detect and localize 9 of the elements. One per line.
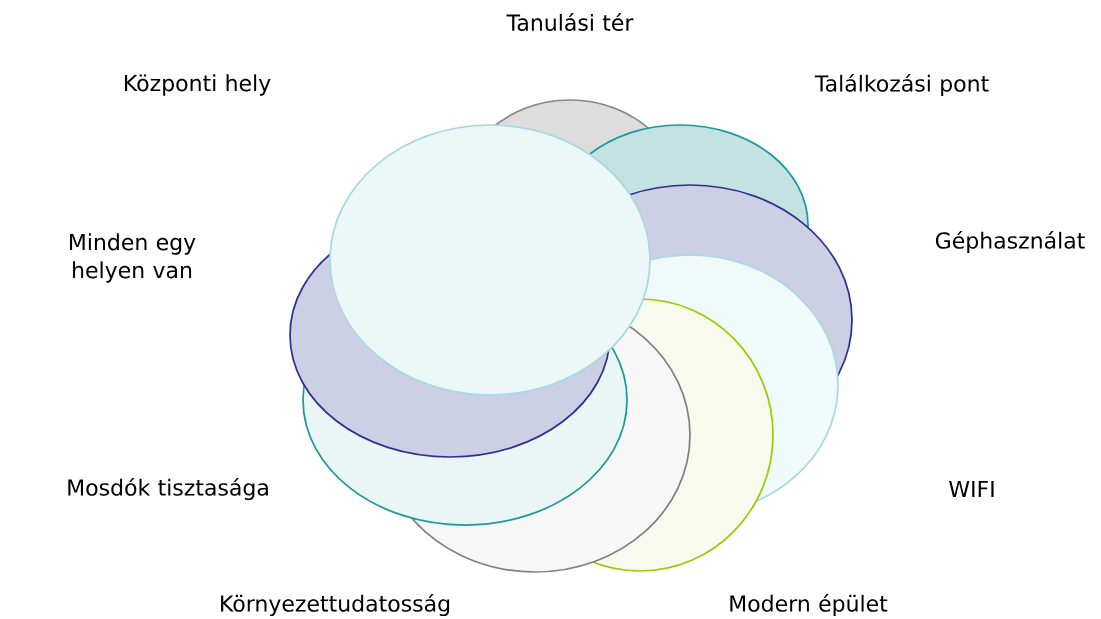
- label: Géphasználat: [935, 230, 1085, 254]
- label: Modern épület: [730, 593, 888, 617]
- label: Központi hely: [124, 74, 271, 96]
- label: Tanulási tér: [506, 13, 634, 31]
- label: Mosdók tisztasága: [68, 477, 268, 501]
- label: Környezettudatosság: [221, 593, 450, 617]
- label: WIFI: [949, 481, 994, 498]
- label: Találkozási pont: [814, 73, 989, 97]
- label: Minden egy helyen van: [70, 233, 196, 283]
